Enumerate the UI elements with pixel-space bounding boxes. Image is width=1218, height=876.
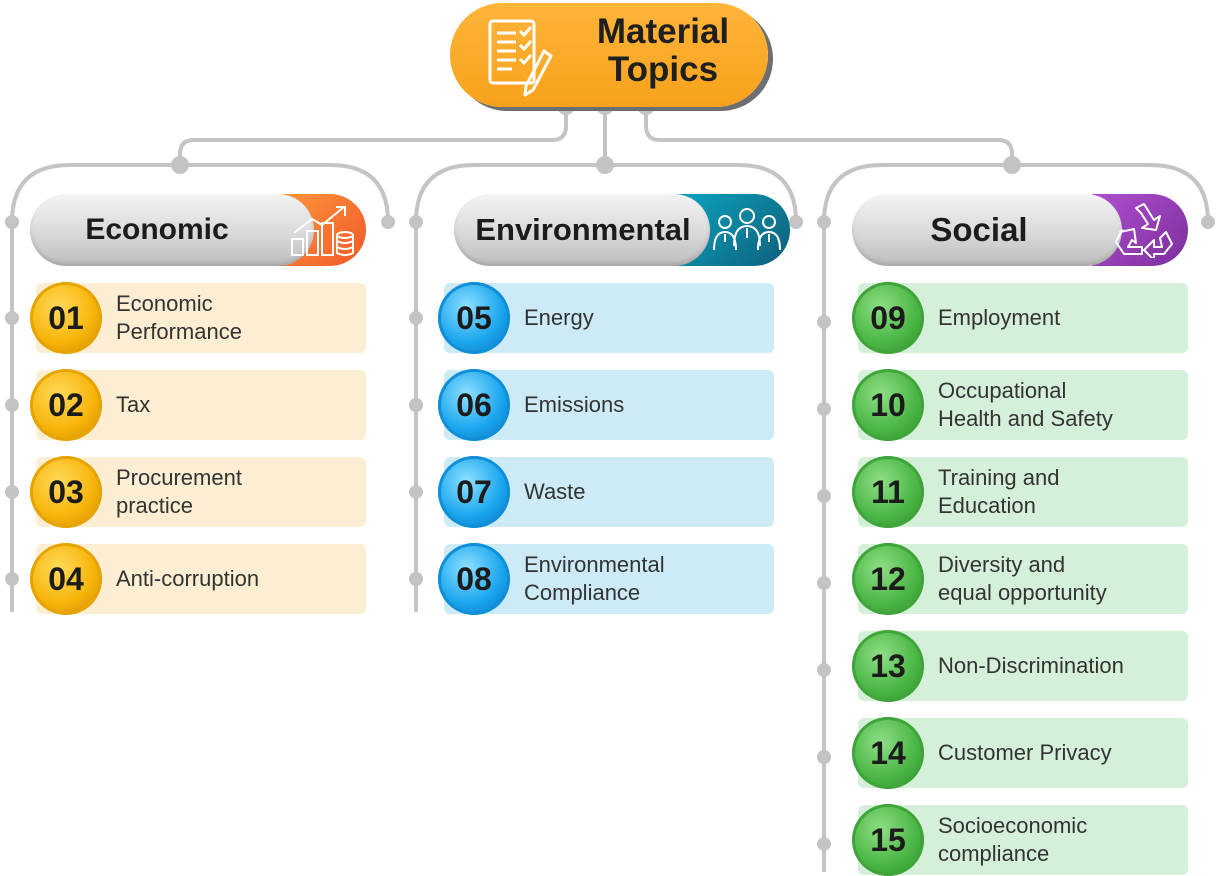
topic-label: Anti-corruption — [116, 566, 260, 591]
topic-number-badge: 13 — [852, 630, 924, 702]
topic-label: Occupational Health and Safety — [938, 378, 1113, 431]
topic-label: Economic Performance — [116, 291, 242, 344]
topic-label: Waste — [524, 479, 586, 504]
topic-number-badge: 12 — [852, 543, 924, 615]
category-label-social: Social — [930, 211, 1028, 248]
category-label-environmental: Environmental — [475, 212, 691, 247]
recycle-icon — [1115, 203, 1173, 258]
topic-row-07: 07 Waste — [438, 456, 774, 528]
topic-row-03: 03 Procurement practice — [30, 456, 366, 528]
topic-number-badge: 08 — [438, 543, 510, 615]
topic-row-15: 15 Socioeconomic compliance — [852, 804, 1188, 876]
topic-label: Diversity and equal opportunity — [938, 552, 1107, 605]
topic-number-badge: 01 — [30, 282, 102, 354]
topic-label: Energy — [524, 305, 594, 330]
checklist-pen-icon — [488, 19, 553, 97]
category-label-economic: Economic — [85, 213, 229, 246]
root-node-material-topics: Material Topics — [450, 3, 768, 107]
topic-row-11: 11 Training and Education — [852, 456, 1188, 528]
topic-number-badge: 03 — [30, 456, 102, 528]
topic-label: Procurement practice — [116, 465, 242, 518]
topic-row-10: 10 Occupational Health and Safety — [852, 369, 1188, 441]
root-title: Material Topics — [596, 12, 730, 89]
topic-label: Non-Discrimination — [938, 653, 1124, 678]
topic-label: Training and Education — [938, 465, 1060, 518]
topic-number-badge: 10 — [852, 369, 924, 441]
topic-number-badge: 09 — [852, 282, 924, 354]
topic-number-badge: 05 — [438, 282, 510, 354]
topic-number-badge: 11 — [852, 456, 924, 528]
topic-number-badge: 02 — [30, 369, 102, 441]
topic-row-12: 12 Diversity and equal opportunity — [852, 543, 1188, 615]
topic-number-badge: 06 — [438, 369, 510, 441]
topic-label: Tax — [116, 392, 151, 417]
topic-number-badge: 15 — [852, 804, 924, 876]
category-environmental: Environmental — [454, 194, 790, 266]
topic-row-01: 01 Economic Performance — [30, 282, 366, 354]
topic-row-05: 05 Energy — [438, 282, 774, 354]
growth-chart-coins-icon — [291, 206, 354, 256]
category-social: Social — [852, 194, 1188, 266]
topic-row-08: 08 Environmental Compliance — [438, 543, 774, 615]
topic-label: Environmental Compliance — [524, 552, 665, 605]
topic-row-13: 13 Non-Discrimination — [852, 630, 1188, 702]
topic-row-09: 09 Employment — [852, 282, 1188, 354]
people-group-icon — [713, 208, 781, 251]
topic-row-02: 02 Tax — [30, 369, 366, 441]
topic-label: Customer Privacy — [938, 740, 1112, 765]
topic-label: Employment — [938, 305, 1061, 330]
category-economic: Economic — [30, 194, 366, 266]
topic-row-14: 14 Customer Privacy — [852, 717, 1188, 789]
topic-row-04: 04 Anti-corruption — [30, 543, 366, 615]
topic-number-badge: 14 — [852, 717, 924, 789]
topic-number-badge: 07 — [438, 456, 510, 528]
topic-row-06: 06 Emissions — [438, 369, 774, 441]
topic-number-badge: 04 — [30, 543, 102, 615]
topic-label: Emissions — [524, 392, 625, 417]
topic-label: Socioeconomic compliance — [938, 813, 1088, 866]
